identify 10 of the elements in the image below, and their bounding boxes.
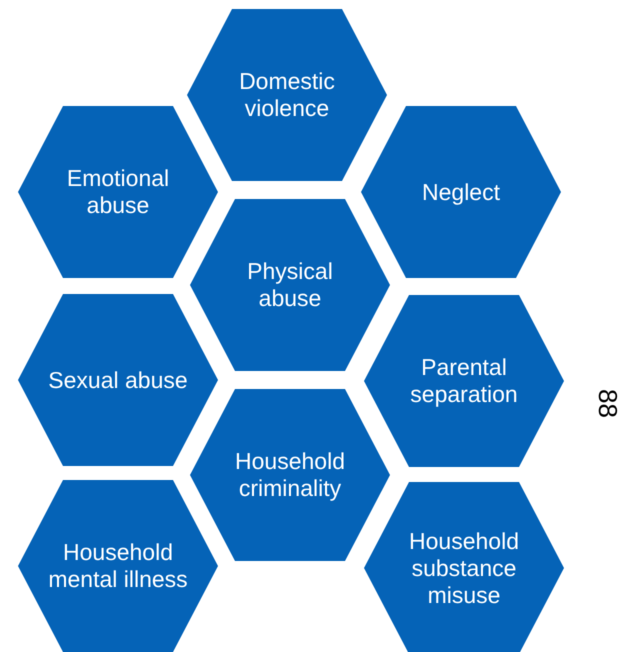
hexagon-label: Parental separation [409, 354, 519, 408]
hexagon-label: Household mental illness [48, 539, 188, 593]
page-number: 88 [592, 389, 623, 418]
hexagon-label: Emotional abuse [66, 165, 170, 219]
hexagon-label: Neglect [422, 178, 500, 206]
hexagon-label: Household substance misuse [408, 528, 520, 608]
hexagon-label: Sexual abuse [48, 366, 188, 394]
hexagon-label: Physical abuse [246, 258, 334, 312]
hexagon-label: Household criminality [234, 448, 346, 502]
hexagon-label: Domestic violence [238, 68, 336, 122]
